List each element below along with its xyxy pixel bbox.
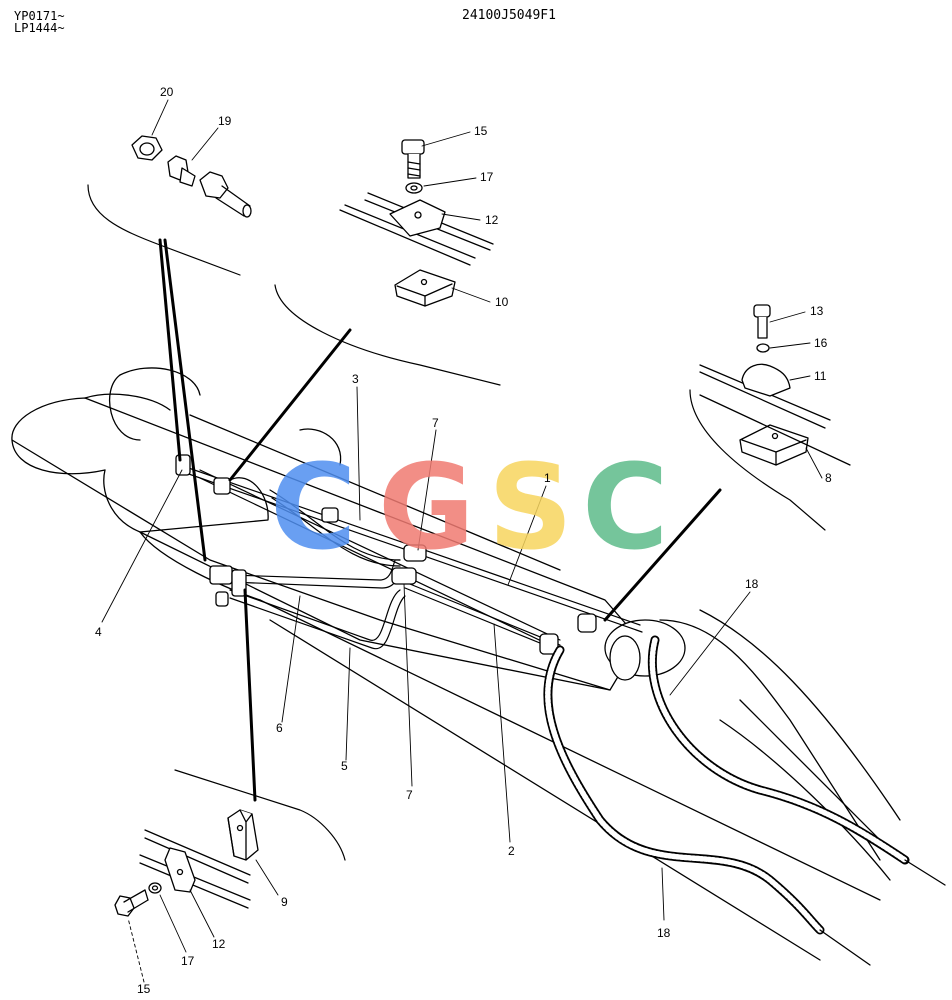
callout-7-bottom: 7 <box>406 788 413 802</box>
callout-18-top: 18 <box>745 577 759 591</box>
callout-8: 8 <box>825 471 832 485</box>
flexible-hoses <box>543 635 946 966</box>
boom-clamps <box>175 454 597 655</box>
callout-18-bottom: 18 <box>657 926 671 940</box>
callout-5: 5 <box>341 759 348 773</box>
serial-line-2: LP1444~ <box>14 21 65 35</box>
callout-15-bottom: 15 <box>137 982 151 996</box>
callout-19: 19 <box>218 114 232 128</box>
callout-12-top: 12 <box>485 213 499 227</box>
callout-10: 10 <box>495 295 509 309</box>
watermark-letter-s: S <box>488 438 573 576</box>
serial-line-1: YP0171~ <box>14 9 65 23</box>
watermark-letter-c1: C <box>270 438 357 576</box>
callout-1: 1 <box>544 471 551 485</box>
callout-4: 4 <box>95 625 102 639</box>
callout-9: 9 <box>281 895 288 909</box>
callout-15-top: 15 <box>474 124 488 138</box>
boom-body <box>11 367 901 961</box>
callout-7-top: 7 <box>432 416 439 430</box>
callout-11: 11 <box>814 369 827 383</box>
cgsc-watermark: C G S C <box>270 438 669 576</box>
clamp-detail-bottom <box>114 809 259 917</box>
callout-3: 3 <box>352 372 359 386</box>
watermark-letter-c2: C <box>582 438 669 576</box>
callout-leaders <box>101 99 823 983</box>
callout-17-top: 17 <box>480 170 494 184</box>
drawing-number: 24100J5049F1 <box>462 8 556 23</box>
callout-13: 13 <box>810 304 824 318</box>
fitting-detail-19-20 <box>131 135 252 218</box>
callout-2: 2 <box>508 844 515 858</box>
clamp-detail-top <box>339 139 494 307</box>
callout-17-bottom: 17 <box>181 954 195 968</box>
detail-leaders <box>158 238 722 802</box>
serial-range: YP0171~ LP1444~ <box>14 10 65 34</box>
callout-numbers: 20 19 15 17 12 10 13 16 11 8 3 7 1 18 4 … <box>95 85 832 996</box>
callout-16: 16 <box>814 336 828 350</box>
watermark-letter-g: G <box>378 438 475 576</box>
callout-12-bottom: 12 <box>212 937 226 951</box>
clamp-detail-right <box>699 304 851 466</box>
callout-6: 6 <box>276 721 283 735</box>
callout-20: 20 <box>160 85 174 99</box>
detail-frames <box>87 184 826 861</box>
